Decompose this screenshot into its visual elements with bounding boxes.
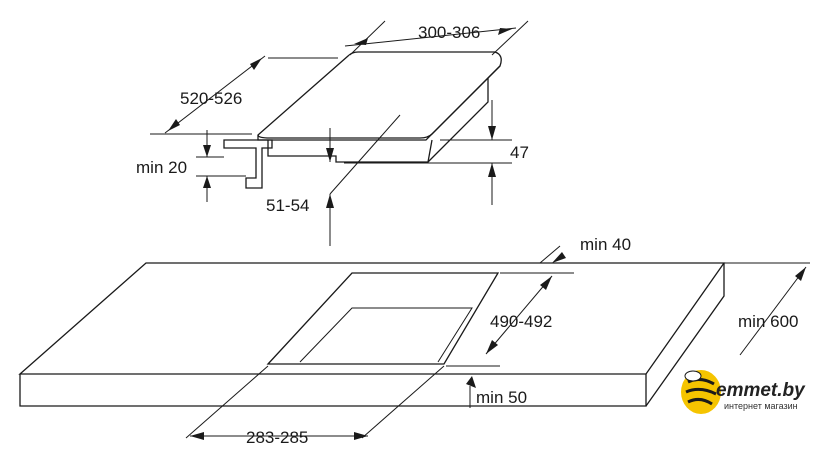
logo-brand: emmet.by <box>716 380 806 401</box>
worktop-surface <box>18 262 726 375</box>
worktop-drawing <box>18 245 810 440</box>
rear-clearance-label: min 40 <box>580 235 631 254</box>
width-range-label: 300-306 <box>418 23 480 42</box>
clearance-under-label: min 20 <box>136 158 187 177</box>
cutout-offset-label: 51-54 <box>266 196 309 215</box>
hob-drawing <box>150 20 529 246</box>
worktop-profile <box>223 139 273 189</box>
cutout <box>266 272 500 365</box>
logo-tagline: интернет магазин <box>724 401 798 411</box>
hob-body <box>267 78 489 163</box>
emmet-logo: emmet.by интернет магазин <box>681 370 806 414</box>
hob-front-edge <box>257 65 501 141</box>
depth-range-label: 520-526 <box>180 89 242 108</box>
cutout-inner <box>299 307 473 363</box>
worktop-side <box>645 263 725 407</box>
front-clearance-label: min 50 <box>476 388 527 407</box>
height-label: 47 <box>510 143 529 162</box>
worktop-front <box>19 374 647 407</box>
cutout-depth-label: 490-492 <box>490 312 552 331</box>
worktop-depth-label: min 600 <box>738 312 798 331</box>
cutout-width-label: 283-285 <box>246 428 308 447</box>
